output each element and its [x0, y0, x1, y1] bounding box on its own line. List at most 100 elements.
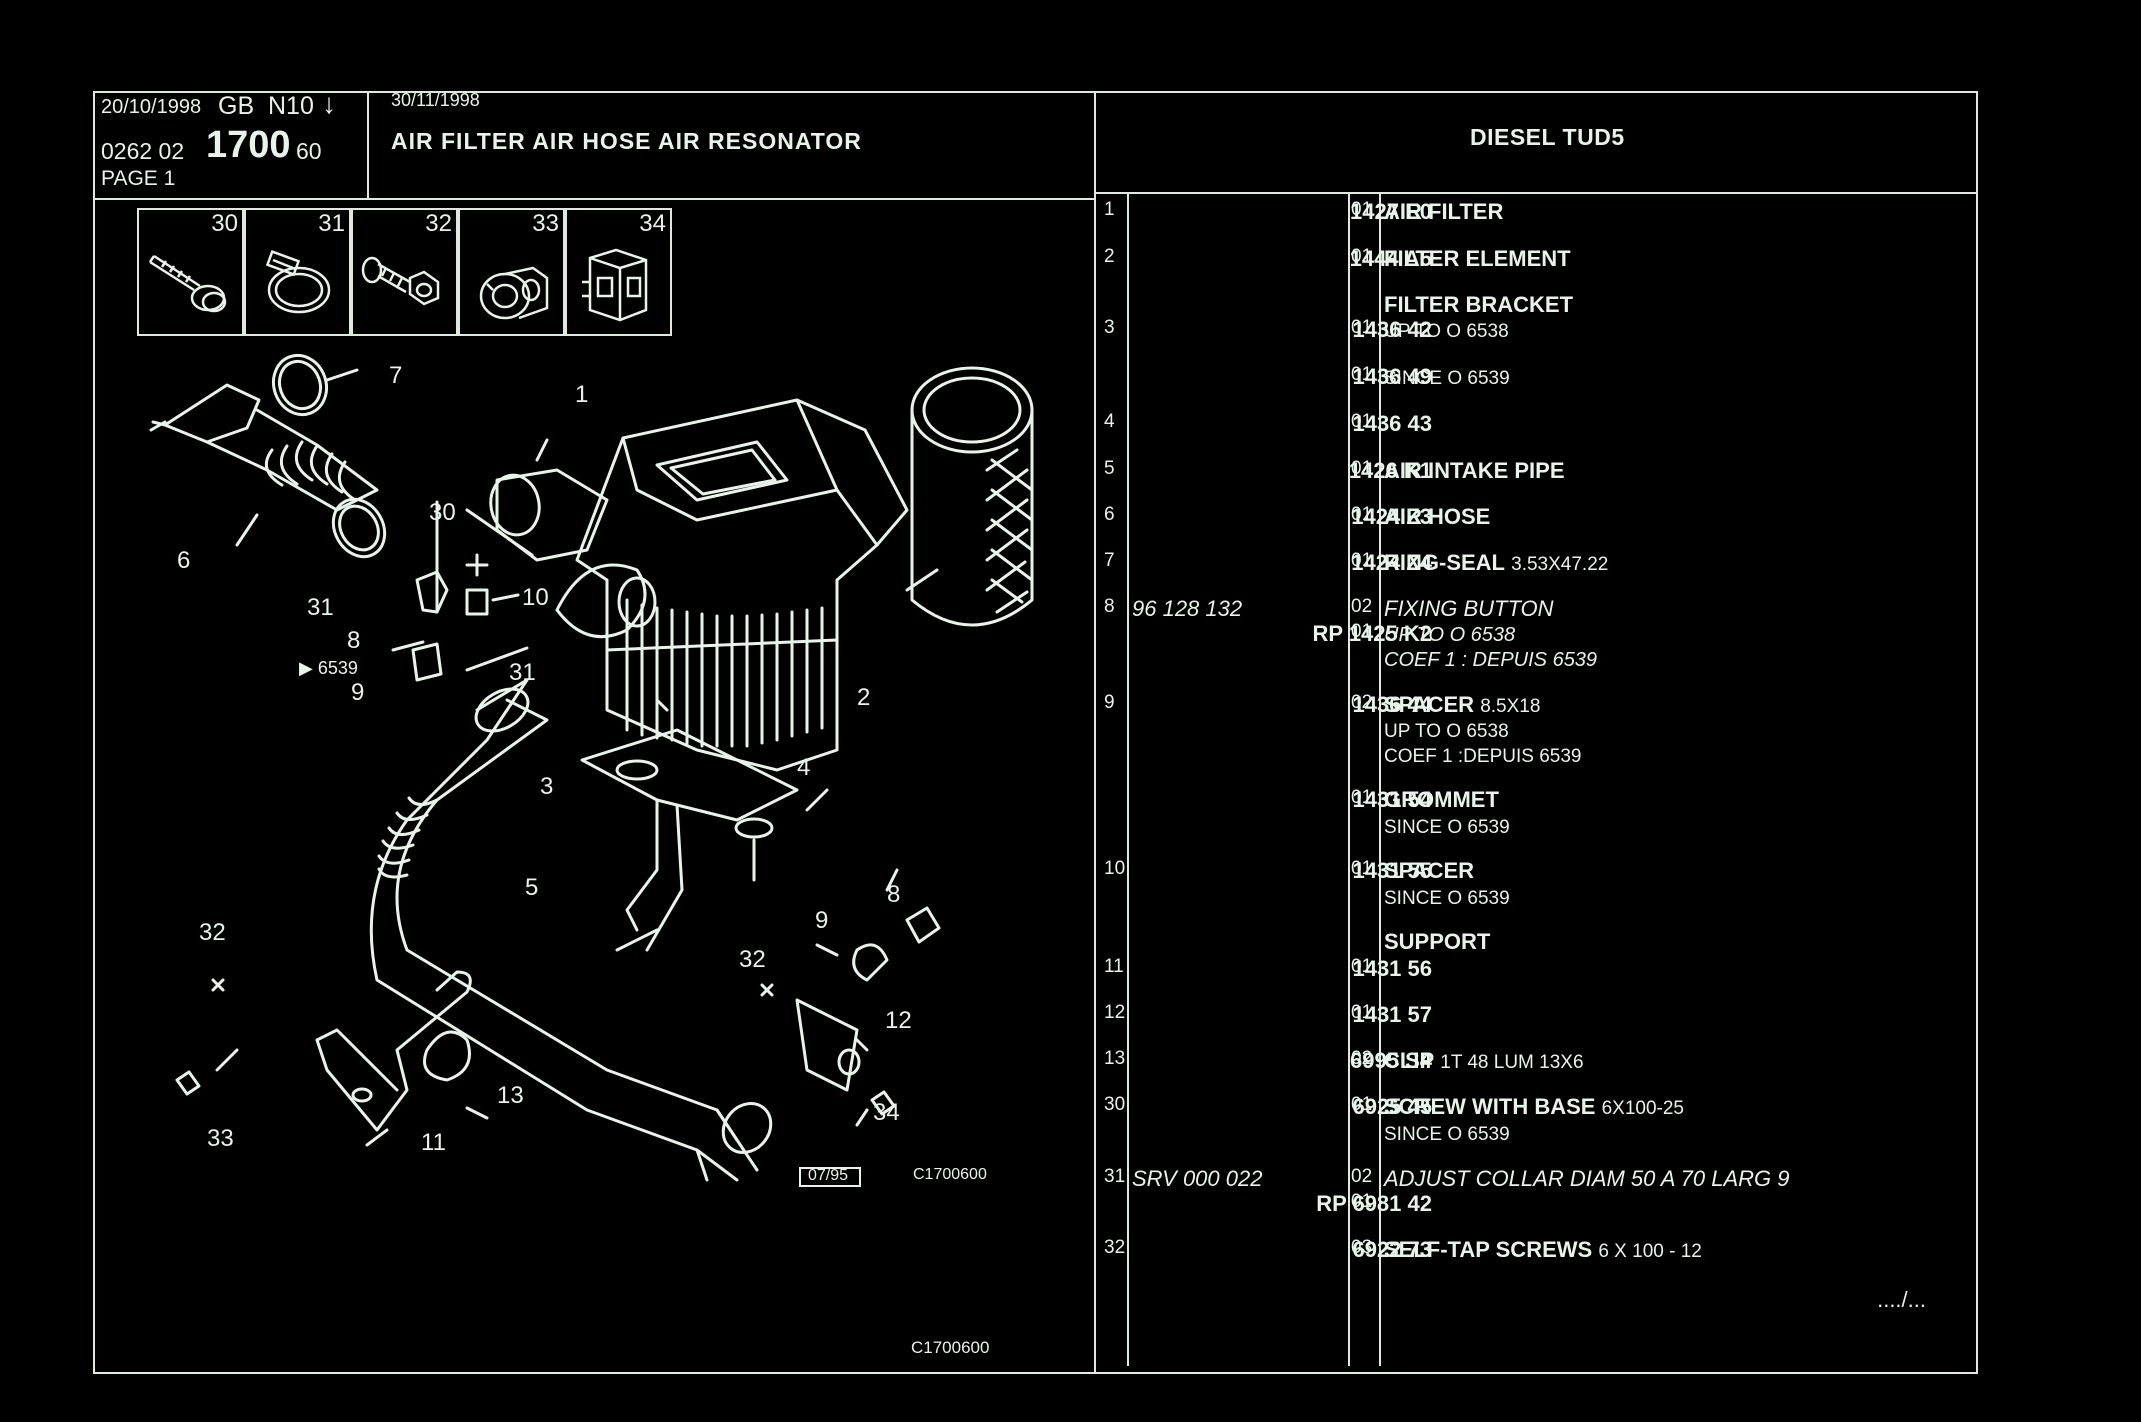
- part-name-old: ADJUST COLLAR DIAM 50 A 70 LARG 9: [1384, 1166, 1790, 1191]
- part-desc: COEF 1 :DEPUIS 6539: [1384, 742, 1581, 768]
- part-ref: 6922 73: [1352, 1237, 1432, 1262]
- row-index: 5: [1104, 458, 1115, 479]
- part-qty: 01: [1351, 956, 1373, 977]
- row-index: 6: [1104, 504, 1115, 525]
- part-desc: COEF 1 : DEPUIS 6539: [1384, 646, 1597, 672]
- part-desc: AIR HOSE: [1384, 504, 1490, 530]
- part-qty: 01: [1351, 199, 1373, 220]
- part-desc: AIR FILTER: [1384, 199, 1503, 225]
- exploded-parts-diagram: 7 1 6 30 10 31 8 ▶ 6539 9 31 3 2 4 5 32 …: [149, 353, 1034, 1187]
- part-ref: 1431 55: [1352, 858, 1432, 883]
- part-qty: 01: [1351, 317, 1373, 338]
- part-desc: AIR INTAKE PIPE: [1384, 458, 1565, 484]
- row-index: 32: [1104, 1237, 1126, 1258]
- part-ref: 1427 E0: [1350, 199, 1432, 224]
- part-ref: RP 1425 K2: [1312, 621, 1432, 646]
- thumb-number: 32: [425, 210, 452, 237]
- callout-10: 10: [522, 584, 549, 611]
- diagram-ref: C1700600: [913, 1166, 987, 1183]
- part-desc: FILTER ELEMENT: [1384, 246, 1571, 272]
- row-index: 31: [1104, 1166, 1126, 1187]
- part-note: 3.53X47.22: [1511, 554, 1609, 575]
- part-ref: 1436 44: [1352, 692, 1432, 717]
- callout-8: 8: [347, 627, 360, 654]
- hardware-thumbnails: 30 31 32: [137, 208, 677, 338]
- row-index: 1: [1104, 199, 1115, 220]
- air-filter-1: [575, 398, 909, 772]
- part-name: SUPPORT: [1384, 929, 1491, 954]
- part-qty: 01: [1351, 787, 1373, 808]
- part-name: SCREW WITH BASE: [1384, 1094, 1596, 1119]
- part-ref: 1426 K1: [1348, 458, 1432, 483]
- part-name-old: FIXING BUTTON: [1384, 596, 1554, 621]
- part-desc: UP TO O 6538: [1384, 317, 1509, 343]
- air-intake-pipe-5: [395, 698, 739, 1142]
- part-desc: FILTER BRACKET: [1384, 292, 1573, 318]
- support-11: [315, 970, 472, 1132]
- part-desc: SINCE O 6539: [1384, 813, 1510, 839]
- thumb-number: 33: [532, 210, 559, 237]
- callout-5: 5: [525, 874, 538, 901]
- divider-qty: [1348, 194, 1350, 1366]
- part-desc: SINCE O 6539: [1384, 884, 1510, 910]
- callout-9: 9: [351, 679, 364, 706]
- self-tap-screw-icon: [361, 256, 440, 306]
- callout-33: 33: [207, 1125, 234, 1152]
- row-index: 8: [1104, 596, 1115, 617]
- thumb-34: 34: [565, 208, 672, 336]
- part-ref: 1431 54: [1352, 787, 1432, 812]
- part-ref: 1436 42: [1352, 317, 1432, 342]
- row-index: 7: [1104, 550, 1115, 571]
- part-ref-old: 96 128 132: [1132, 596, 1243, 621]
- callout-6: 6: [177, 547, 190, 574]
- part-name: GROMMET: [1384, 787, 1499, 812]
- part-note: SINCE O 6539: [1384, 817, 1510, 838]
- hose-collar-icon: [265, 250, 331, 314]
- callout-31: 31: [307, 594, 334, 621]
- part-ref: 6995 S4: [1350, 1048, 1432, 1073]
- part-name: CLIP: [1384, 1048, 1435, 1073]
- date-box: [799, 1167, 861, 1187]
- callout-30: 30: [429, 499, 456, 526]
- part-qty-old: 02: [1351, 1166, 1373, 1187]
- divider-header-bottom-left: [93, 198, 1096, 200]
- part-qty: 01: [1351, 621, 1373, 642]
- callout-4: 4: [797, 754, 810, 781]
- callout-34: 34: [873, 1099, 900, 1126]
- part-note: COEF 1 :DEPUIS 6539: [1384, 746, 1582, 767]
- part-note: UP TO O 6538: [1384, 721, 1509, 742]
- thumb-number: 31: [318, 210, 345, 237]
- callout-7: 7: [389, 362, 402, 389]
- callout-32: 32: [199, 919, 226, 946]
- part-ref-old: SRV 000 022: [1132, 1166, 1263, 1191]
- screw-with-base-icon: [148, 254, 227, 313]
- part-note: SINCE O 6539: [1384, 368, 1510, 389]
- grommet-icon: [479, 266, 549, 320]
- part-ref: 1424 Z4: [1351, 550, 1432, 575]
- engine-title: DIESEL TUD5: [1470, 124, 1625, 150]
- callout-6539: ▶ 6539: [299, 658, 358, 678]
- part-name: SPACER: [1384, 858, 1475, 883]
- header-ref-prefix: 0262 02: [101, 138, 185, 164]
- part-note: 1T 48 LUM 13X6: [1440, 1052, 1584, 1073]
- part-ref: 1431 56: [1352, 956, 1432, 981]
- clip-13: [423, 1030, 471, 1082]
- thumb-number: 30: [211, 210, 238, 237]
- row-index: 4: [1104, 411, 1115, 432]
- part-desc: CLIP 1T 48 LUM 13X6: [1384, 1048, 1584, 1074]
- part-note: SINCE O 6539: [1384, 1124, 1510, 1145]
- row-index: 10: [1104, 858, 1126, 879]
- divider-header-bottom-right: [1094, 192, 1978, 194]
- part-desc: SPACER: [1384, 858, 1474, 884]
- part-desc: SINCE O 6539: [1384, 364, 1510, 390]
- thumb-30: 30: [137, 208, 244, 336]
- callout-11: 11: [421, 1129, 446, 1156]
- part-qty: 01: [1351, 550, 1373, 571]
- part-note: COEF 1 : DEPUIS 6539: [1384, 649, 1598, 671]
- header-page: PAGE 1: [101, 167, 176, 190]
- filter-element-2: [910, 366, 1034, 454]
- callout-9b: 9: [815, 907, 828, 934]
- part-desc: UP TO O 6538: [1384, 717, 1509, 743]
- part-name: RING-SEAL: [1384, 550, 1505, 575]
- part-note: 8.5X18: [1480, 696, 1541, 717]
